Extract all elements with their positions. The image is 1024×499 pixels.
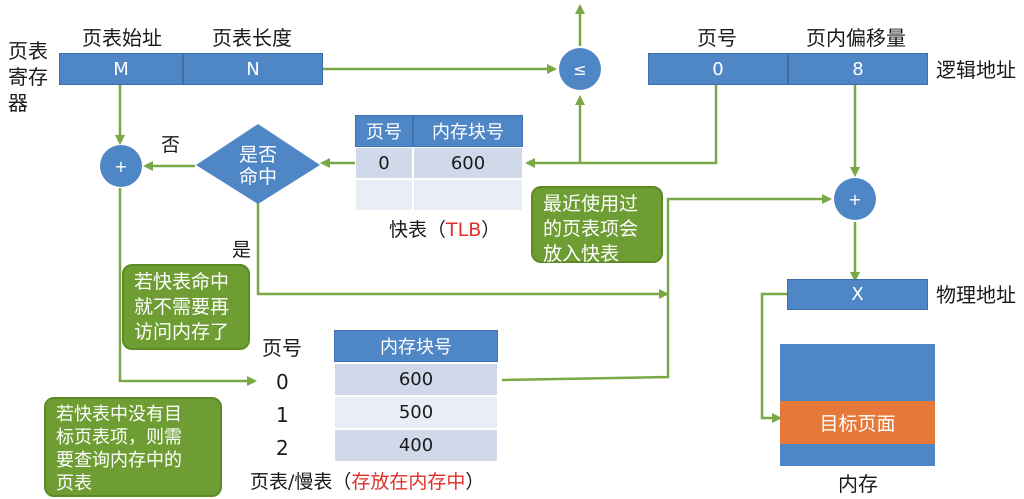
callout-line: 放入快表 <box>543 243 620 265</box>
callout-line: 若快表命中 <box>134 271 230 293</box>
tlb-cell <box>413 179 523 211</box>
tlb-caption: 快表（TLB） <box>389 218 500 242</box>
callout-line: 访问内存了 <box>134 321 230 343</box>
tlb-cell <box>355 179 413 211</box>
page-table-length-cell: N <box>183 53 323 85</box>
tlb-cell: 0 <box>355 147 413 179</box>
page-table-start-cell: M <box>59 53 183 85</box>
callout-line: 标页表项，则需 <box>56 427 182 448</box>
tlb-header-block: 内存块号 <box>413 115 523 147</box>
register-label-line: 寄存 <box>8 65 48 89</box>
page-table-header-block: 内存块号 <box>334 330 498 362</box>
callout-line: 就不需要再 <box>134 296 230 318</box>
page-table-page-col-label: 页号 <box>262 336 302 360</box>
decision-text: 是否 命中 <box>226 144 290 188</box>
hit-label: 是 <box>232 239 252 261</box>
page-table-caption: 页表/慢表（存放在内存中） <box>250 470 484 494</box>
tlb-caption-suffix: ） <box>481 219 501 241</box>
callout-line: 页表 <box>56 473 92 494</box>
register-label-line: 页表 <box>8 39 48 63</box>
page-number-cell: 0 <box>648 53 788 85</box>
tlb-caption-prefix: 快表（ <box>389 219 447 241</box>
physical-address-caption: 物理地址 <box>936 283 1016 307</box>
page-table-caption-prefix: 页表/慢表（ <box>250 471 352 493</box>
arrow-pagetable-to-adder <box>501 194 832 382</box>
page-table-length-label: 页表长度 <box>212 26 292 50</box>
page-table-caption-highlight: 存放在内存中 <box>351 471 466 493</box>
tlb-caption-highlight: TLB <box>446 219 482 241</box>
decision-line: 是否 <box>238 144 277 166</box>
callout-line: 若快表中没有目 <box>56 404 182 425</box>
page-table-block-cell: 400 <box>334 429 498 462</box>
page-table-start-label: 页表始址 <box>82 26 162 50</box>
arrow-hit-path <box>256 203 669 299</box>
page-table-page-num: 1 <box>276 403 289 427</box>
register-side-label: 页表 寄存 器 <box>8 38 48 116</box>
offset-cell: 8 <box>788 53 928 85</box>
page-table-page-num: 0 <box>276 370 289 394</box>
callout-miss-query: 若快表中没有目 标页表项，则需 要查询内存中的 页表 <box>44 397 222 497</box>
physical-adder-node: + <box>834 178 876 220</box>
callout-hit-no-memory: 若快表命中 就不需要再 访问内存了 <box>122 264 250 350</box>
page-table-caption-suffix: ） <box>465 471 485 493</box>
callout-recent-entry: 最近使用过 的页表项会 放入快表 <box>531 186 663 265</box>
callout-line: 最近使用过 <box>543 193 639 215</box>
arrow-physical-to-memory <box>760 292 787 423</box>
adder-node: + <box>100 145 142 187</box>
target-page: 目标页面 <box>780 401 935 444</box>
tlb-header-page: 页号 <box>355 115 413 147</box>
arrow-adder-to-pagetable <box>118 188 257 386</box>
page-number-label: 页号 <box>697 26 737 50</box>
tlb-cell: 600 <box>413 147 523 179</box>
page-table-page-num: 2 <box>276 436 289 460</box>
decision-line: 命中 <box>238 166 277 188</box>
page-table-block-cell: 600 <box>334 363 498 396</box>
arrow-page-to-tlb <box>525 85 718 168</box>
physical-address-cell: X <box>787 279 928 310</box>
callout-line: 要查询内存中的 <box>56 450 182 471</box>
compare-node: ≤ <box>559 48 601 90</box>
memory-caption: 内存 <box>838 472 878 496</box>
callout-line: 的页表项会 <box>543 218 639 240</box>
miss-label: 否 <box>161 134 181 156</box>
offset-label: 页内偏移量 <box>806 26 906 50</box>
page-table-block-cell: 500 <box>334 396 498 429</box>
register-label-line: 器 <box>8 91 28 115</box>
logical-address-caption: 逻辑地址 <box>936 58 1016 82</box>
tlb-table: 页号 内存块号 0 600 <box>355 115 523 211</box>
